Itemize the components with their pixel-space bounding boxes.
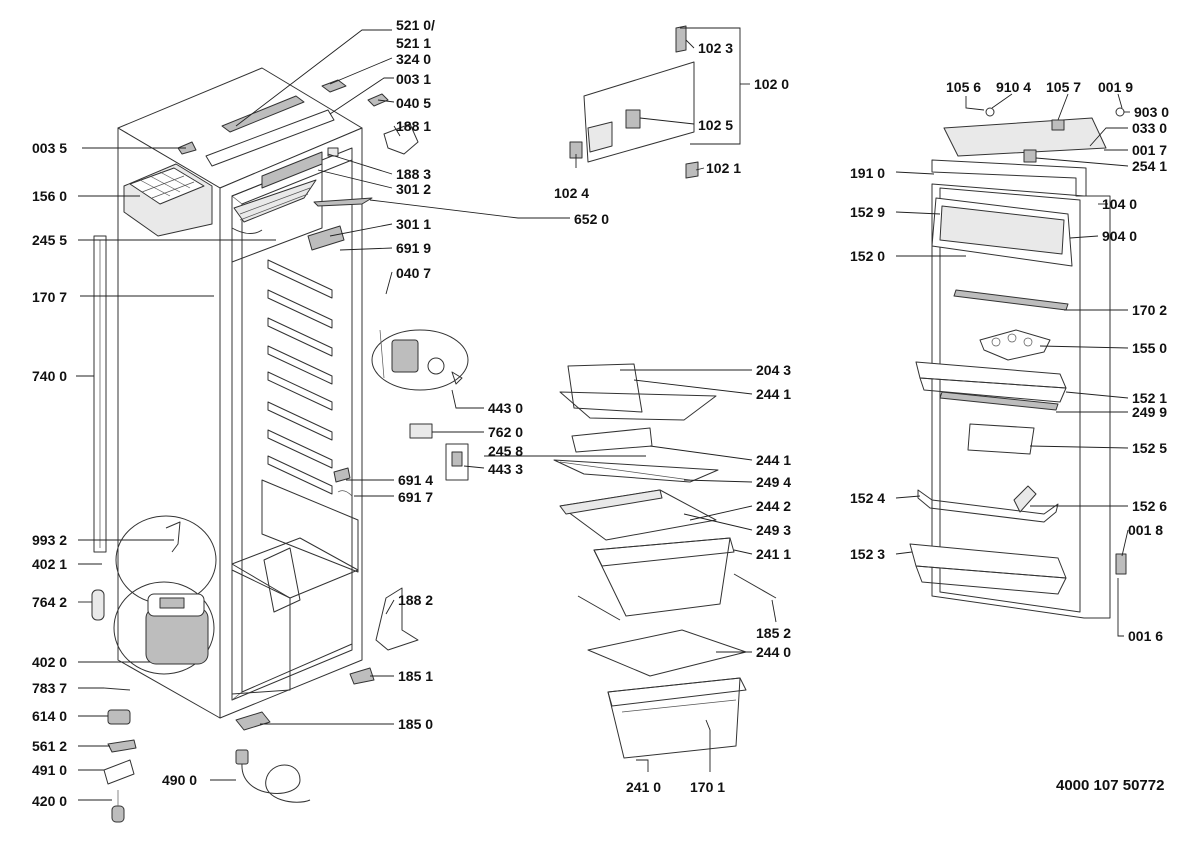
callout-label: 244 1 xyxy=(756,386,791,402)
callout-label: 762 0 xyxy=(488,424,523,440)
callout-label: 254 1 xyxy=(1132,158,1167,174)
callout-label: 614 0 xyxy=(32,708,67,724)
callout-label: 188 1 xyxy=(396,118,431,134)
callout-label: 904 0 xyxy=(1102,228,1137,244)
fridge-door-drawing xyxy=(909,107,1127,619)
document-number: 4000 107 50772 xyxy=(1056,777,1164,794)
callout-label: 652 0 xyxy=(574,211,609,227)
callout-label: 244 0 xyxy=(756,644,791,660)
callout-label: 152 0 xyxy=(850,248,885,264)
callout-label: 102 1 xyxy=(706,160,741,176)
callout-label: 740 0 xyxy=(32,368,67,384)
callout-label: 443 3 xyxy=(488,461,523,477)
callout-label: 104 0 xyxy=(1102,196,1137,212)
callout-label: 691 9 xyxy=(396,240,431,256)
callout-label: 001 9 xyxy=(1098,79,1133,95)
callout-label: 152 3 xyxy=(850,546,885,562)
callout-label: 204 3 xyxy=(756,362,791,378)
callout-label: 170 7 xyxy=(32,289,67,305)
callout-label: 402 0 xyxy=(32,654,67,670)
callout-label: 420 0 xyxy=(32,793,67,809)
callout-label: 521 0/ xyxy=(396,17,435,33)
callout-label: 152 4 xyxy=(850,490,885,506)
callout-label: 783 7 xyxy=(32,680,67,696)
callout-label: 185 2 xyxy=(756,625,791,641)
callout-label: 152 5 xyxy=(1132,440,1167,456)
callout-label: 155 0 xyxy=(1132,340,1167,356)
callout-label: 443 0 xyxy=(488,400,523,416)
callout-label: 691 7 xyxy=(398,489,433,505)
callout-label: 003 1 xyxy=(396,71,431,87)
callout-label: 561 2 xyxy=(32,738,67,754)
callout-label: 249 9 xyxy=(1132,404,1167,420)
callout-labels: 521 0/ 521 1 324 0 003 1 040 5 188 1 003… xyxy=(32,17,1169,809)
callout-label: 102 5 xyxy=(698,117,733,133)
callout-label: 993 2 xyxy=(32,532,67,548)
callout-label: 003 5 xyxy=(32,140,67,156)
callout-label: 001 8 xyxy=(1128,522,1163,538)
callout-label: 903 0 xyxy=(1134,104,1169,120)
callout-label: 105 7 xyxy=(1046,79,1081,95)
callout-label: 301 2 xyxy=(396,181,431,197)
compressor xyxy=(145,593,209,665)
cabinet-drawing xyxy=(91,67,469,823)
callout-label: 324 0 xyxy=(396,51,431,67)
callout-label: 040 5 xyxy=(396,95,431,111)
callout-label: 245 8 xyxy=(488,443,523,459)
shelves-drawing xyxy=(553,363,777,759)
callout-label: 244 1 xyxy=(756,452,791,468)
callout-label: 001 7 xyxy=(1132,142,1167,158)
callout-label: 188 3 xyxy=(396,166,431,182)
callout-label: 244 2 xyxy=(756,498,791,514)
callout-label: 301 1 xyxy=(396,216,431,232)
shelf-supports xyxy=(267,259,333,495)
callout-label: 102 3 xyxy=(698,40,733,56)
callout-label: 910 4 xyxy=(996,79,1031,95)
callout-label: 691 4 xyxy=(398,472,433,488)
power-cord xyxy=(235,749,311,803)
callout-label: 170 1 xyxy=(690,779,725,795)
callout-label: 241 1 xyxy=(756,546,791,562)
callout-label: 156 0 xyxy=(32,188,67,204)
ice-tray xyxy=(123,163,213,237)
callout-label: 191 0 xyxy=(850,165,885,181)
freezer-door-drawing xyxy=(569,25,699,179)
callout-label: 764 2 xyxy=(32,594,67,610)
callout-label: 185 1 xyxy=(398,668,433,684)
callout-label: 152 6 xyxy=(1132,498,1167,514)
callout-label: 185 0 xyxy=(398,716,433,732)
callout-label: 521 1 xyxy=(396,35,431,51)
callout-label: 241 0 xyxy=(626,779,661,795)
callout-label: 102 4 xyxy=(554,185,589,201)
callout-label: 249 4 xyxy=(756,474,791,490)
leader-lines xyxy=(76,27,1130,801)
callout-label: 491 0 xyxy=(32,762,67,778)
callout-label: 490 0 xyxy=(162,772,197,788)
callout-label: 001 6 xyxy=(1128,628,1163,644)
callout-label: 105 6 xyxy=(946,79,981,95)
callout-label: 152 9 xyxy=(850,204,885,220)
callout-label: 152 1 xyxy=(1132,390,1167,406)
callout-label: 102 0 xyxy=(754,76,789,92)
callout-label: 245 5 xyxy=(32,232,67,248)
callout-label: 040 7 xyxy=(396,265,431,281)
callout-label: 033 0 xyxy=(1132,120,1167,136)
callout-label: 249 3 xyxy=(756,522,791,538)
callout-label: 188 2 xyxy=(398,592,433,608)
callout-label: 402 1 xyxy=(32,556,67,572)
callout-label: 170 2 xyxy=(1132,302,1167,318)
